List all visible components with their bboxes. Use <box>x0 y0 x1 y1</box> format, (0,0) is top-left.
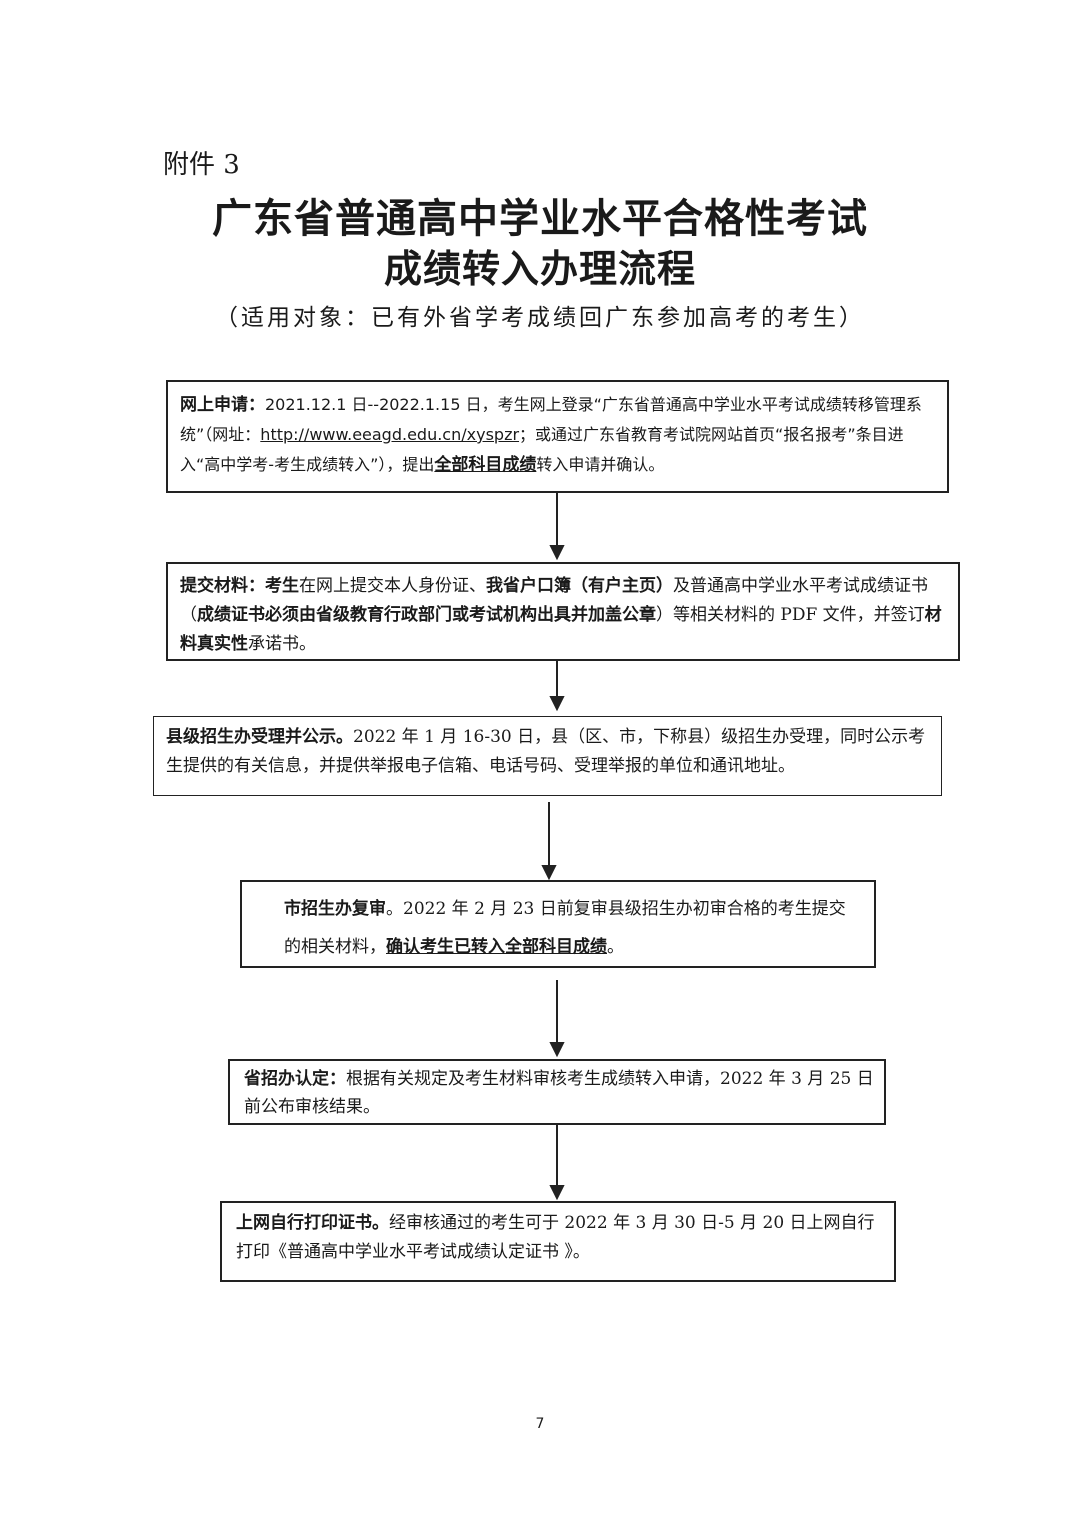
step-text: 。2022 年 2 月 23 日前复审县级招生办初审合格的考生提交的相关材料， <box>284 899 846 957</box>
step-text: ）等相关材料的 PDF 文件，并签订 <box>656 605 925 625</box>
flow-step-print-certificate: 上网自行打印证书。经审核通过的考生可于 2022 年 3 月 30 日-5 月 … <box>220 1201 896 1282</box>
flow-step-county-acceptance: 县级招生办受理并公示。2022 年 1 月 16-30 日，县（区、市，下称县）… <box>153 716 942 796</box>
step-text: 经审核通过的考生可于 2022 年 3 月 30 日-5 月 20 日上网自行打… <box>236 1213 875 1262</box>
step-text: ；或通过广东省教育考试院网站首页“报名报考”条目进入“高中学考-考生成绩转入”）… <box>180 425 904 474</box>
step-text: 2022 年 1 月 16-30 日，县（区、市，下称县）级招生办受理，同时公示… <box>166 727 926 776</box>
step-text: 在网上提交本人身份证、 <box>299 576 486 596</box>
step-text: 根据有关规定及考生材料审核考生成绩转入申请，2022 年 3 月 25 日前公布… <box>244 1069 874 1117</box>
flow-step-online-application: 网上申请：2021.12.1 日--2022.1.15 日，考生网上登录“广东省… <box>166 380 949 493</box>
step-heading: 上网自行打印证书。 <box>236 1213 389 1233</box>
step-heading: 网上申请： <box>180 395 265 415</box>
attachment-label: 附件 3 <box>163 150 240 180</box>
document-title-line1: 广东省普通高中学业水平合格性考试 <box>212 195 868 242</box>
document-title-line2: 成绩转入办理流程 <box>383 246 696 291</box>
step-heading: 县级招生办受理并公示。 <box>166 727 353 747</box>
document-subtitle: （适用对象：已有外省学考成绩回广东参加高考的考生） <box>215 305 865 331</box>
step-text: 及普通高中学业水平考试成绩证书（ <box>180 576 928 625</box>
step-text: 承诺书。 <box>248 634 316 654</box>
flow-step-city-review: 市招生办复审。2022 年 2 月 23 日前复审县级招生办初审合格的考生提交的… <box>240 880 876 968</box>
system-url-link[interactable]: http://www.eeagd.edu.cn/xyspzr <box>260 425 520 444</box>
step-heading: 省招办认定： <box>244 1069 346 1089</box>
step-heading: 提交材料： <box>180 576 265 596</box>
flow-step-province-confirmation: 省招办认定：根据有关规定及考生材料审核考生成绩转入申请，2022 年 3 月 2… <box>228 1059 886 1125</box>
step-emphasis: 确认考生已转入全部科目成绩 <box>386 937 607 957</box>
step-emphasis: 全部科目成绩 <box>434 455 537 475</box>
step-text: 2021.12.1 日--2022.1.15 日，考生网上登录“广东省普通高中学… <box>180 395 922 444</box>
page-number: 7 <box>535 1416 545 1432</box>
step-emphasis: 材料真实性 <box>180 605 942 654</box>
step-heading: 市招生办复审 <box>284 899 386 919</box>
step-emphasis: 我省户口簿（有户主页） <box>486 576 673 596</box>
step-emphasis: 成绩证书必须由省级教育行政部门或考试机构出具并加盖公章 <box>197 605 656 625</box>
flow-step-submit-materials: 提交材料：考生在网上提交本人身份证、我省户口簿（有户主页）及普通高中学业水平考试… <box>166 562 960 661</box>
step-text: 转入申请并确认。 <box>536 455 665 474</box>
step-emphasis: 考生 <box>265 576 299 596</box>
step-text: 。 <box>607 937 624 957</box>
